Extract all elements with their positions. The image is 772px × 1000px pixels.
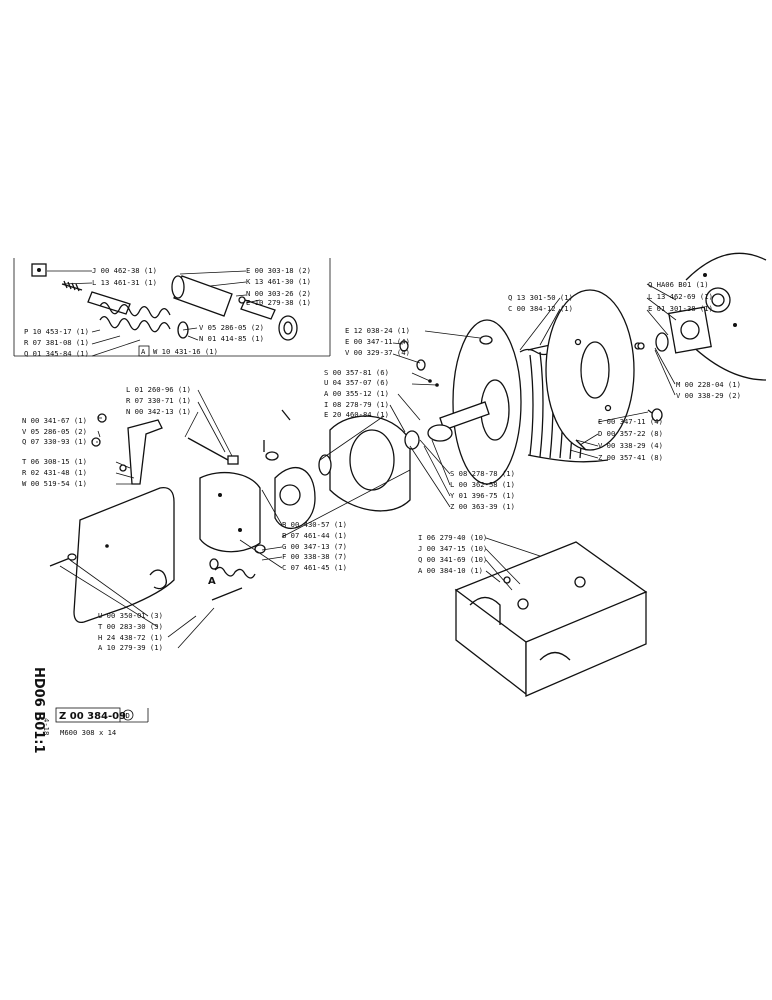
label-n-01-414-85: N 01 414-85 (1): [199, 334, 264, 343]
label-l-00-362-58: L 00 362-58 (1): [450, 480, 515, 489]
label-a-00-355-12: A 00 355-12 (1): [324, 389, 389, 398]
part-number: Z 00 384-09: [59, 711, 126, 722]
inset-view-box: [138, 345, 150, 357]
view-marker-a: A: [208, 576, 216, 587]
label-c-00-384-12: C 00 384-12 (1): [508, 304, 573, 313]
label-e-20-460-84: E 20 460-84 (1): [324, 410, 389, 419]
label-r-07-330-71: R 07 330-71 (1): [126, 396, 191, 405]
label-q-07-330-93: Q 07 330-93 (1): [22, 437, 87, 446]
title-block: HD06 B01:1 4-18 Z 00 384-09 D M600 308 x…: [31, 667, 149, 754]
leader-lines: [47, 270, 677, 649]
label-j-00-462-38: J 00 462-38 (1): [92, 266, 157, 275]
hydraulic-motor: [637, 252, 767, 381]
label-b-07-461-44: B 07 461-44 (1): [282, 531, 347, 540]
label-q-00-341-69: Q 00 341-69 (10): [418, 555, 487, 564]
label-n-00-342-13: N 00 342-13 (1): [126, 407, 191, 416]
label-n-00-341-67: N 00 341-67 (1): [22, 416, 87, 425]
label-v-00-338-29-right: V 00 338-29 (2): [676, 391, 741, 400]
label-z-00-363-39: Z 00 363-39 (1): [450, 502, 515, 511]
label-q-13-301-50: Q 13 301-50 (1): [508, 293, 573, 302]
label-w-00-519-54: W 00 519-54 (1): [22, 479, 87, 488]
label-d-00-357-22: D 00 357-22 (8): [598, 429, 663, 438]
label-v-00-329-37: V 00 329-37 (4): [345, 348, 410, 357]
label-v-05-286-05: V 05 286-05 (2): [22, 427, 87, 436]
label-l-13-462-69: L 13 462-69 (1): [648, 292, 713, 301]
label-l-13-461-31: L 13 461-31 (1): [92, 278, 157, 287]
side-sub-code: 4-18: [42, 718, 51, 735]
label-r-07-381-08: R 07 381-08 (1): [24, 338, 89, 347]
revision-circle: [122, 709, 134, 721]
inset-view-ref: W 10 431-16 (1): [153, 347, 218, 356]
label-u-04-357-07: U 04 357-07 (6): [324, 378, 389, 387]
label-j-00-347-15: J 00 347-15 (10): [418, 544, 487, 553]
cable-drum: [439, 289, 642, 485]
base-frame: [454, 541, 648, 697]
cover-guard: [49, 486, 266, 624]
label-q-01-345-84: Q 01 345-84 (1): [24, 349, 89, 358]
label-s-08-278-78: S 08 278-78 (1): [450, 469, 515, 478]
label-l-01-260-96: L 01 260-96 (1): [126, 385, 191, 394]
label-y-01-396-75: Y 01 396-75 (1): [450, 491, 515, 500]
label-g-00-347-13: G 00 347-13 (7): [282, 542, 347, 551]
revision: D: [126, 711, 130, 720]
label-m-00-228-04: M 00 228-04 (1): [676, 380, 741, 389]
label-k-13-461-30: K 13 461-30 (1): [246, 277, 311, 286]
label-a-10-279-39: A 10 279-39 (1): [98, 643, 163, 652]
side-code: HD06 B01:1: [31, 667, 46, 754]
label-e-00-347-11-top: E 00 347-11 (4): [345, 337, 410, 346]
label-v-05-286-05-inset: V 05 286-05 (2): [199, 323, 264, 332]
label-t-00-283-30: T 00 283-30 (3): [98, 622, 163, 631]
inset-frame: A W 10 431-16 (1): [13, 258, 331, 357]
label-e-00-303-18: E 00 303-18 (2): [246, 266, 311, 275]
label-e-00-347-11-right: E 00 347-11 (4): [598, 417, 663, 426]
label-c-07-461-45: C 07 461-45 (1): [282, 563, 347, 572]
label-b-00-430-57: B 00 430-57 (1): [282, 520, 347, 529]
inset-spring-assembly: [31, 263, 298, 341]
label-v-00-338-29: V 00 338-29 (4): [598, 441, 663, 450]
label-e-10-279-38: E 10 279-38 (1): [246, 298, 311, 307]
part-number-box: [55, 707, 121, 723]
description: M600 308 x 14: [60, 728, 116, 737]
label-i-08-278-79: I 08 278-79 (1): [324, 400, 389, 409]
label-z-00-357-41: Z 00 357-41 (8): [598, 453, 663, 462]
label-t-06-308-15: T 06 308-15 (1): [22, 457, 87, 466]
label-s-00-357-81: S 00 357-81 (6): [324, 368, 389, 377]
label-f-00-338-38: F 00 338-38 (7): [282, 552, 347, 561]
loose-hardware: [399, 340, 663, 451]
label-a-00-384-10: A 00 384-10 (1): [418, 566, 483, 575]
part-labels: J 00 462-38 (1) L 13 461-31 (1) P 10 453…: [22, 266, 741, 652]
label-i-06-279-40: I 06 279-40 (10): [418, 533, 487, 542]
label-p-10-453-17: P 10 453-17 (1): [24, 327, 89, 336]
label-h-24-438-72: H 24 438-72 (1): [98, 633, 163, 642]
label-r-02-431-48: R 02 431-48 (1): [22, 468, 87, 477]
label-n-00-303-26: N 00 303-26 (2): [246, 289, 311, 298]
label-e-01-301-38: E 01 301-38 (1): [648, 304, 713, 313]
label-e-12-038-24: E 12 038-24 (1): [345, 326, 410, 335]
label-q-ha06-b01: Q HA06 B01 (1): [648, 280, 709, 289]
inset-view-letter: A: [141, 347, 146, 356]
label-u-00-350-01: U 00 350-01 (3): [98, 611, 163, 620]
